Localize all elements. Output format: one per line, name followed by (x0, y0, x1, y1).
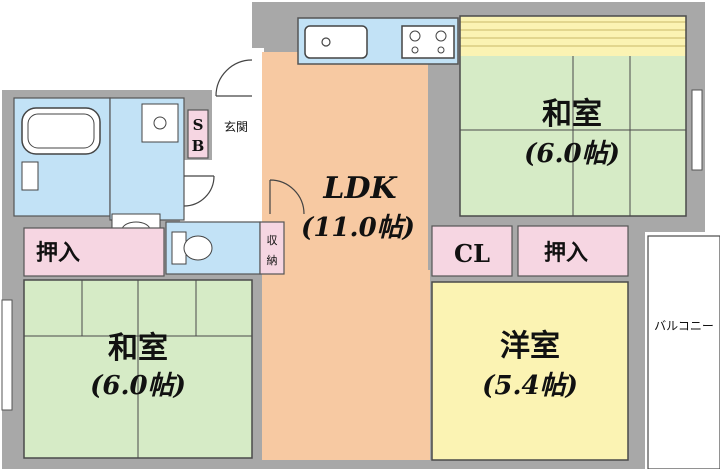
entrance-door-icon (215, 59, 253, 97)
closet (431, 225, 513, 277)
hall-door-icon (183, 175, 215, 207)
shuno-storage (259, 221, 285, 275)
oshiire-left (23, 227, 165, 277)
youshitsu-room (431, 281, 629, 461)
sink (304, 25, 368, 59)
washroom (109, 97, 185, 245)
shuno-label-1: 収 (267, 234, 278, 247)
ldk-door-icon (269, 179, 305, 215)
washitsu-left-name: 和室 (108, 331, 168, 366)
washitsu-top-size: (6.0帖) (524, 139, 620, 169)
faucet-icon (321, 37, 331, 47)
youshitsu-name: 洋室 (500, 329, 560, 364)
toilet (165, 221, 261, 275)
shoe-box-label-2: B (192, 137, 205, 155)
oshiire-right-label: 押入 (544, 240, 588, 266)
shoe-box (187, 109, 209, 159)
balcony-label: バルコニー (654, 319, 714, 333)
ldk-name: LDK (322, 171, 398, 206)
shuno-label-2: 納 (267, 254, 278, 267)
oshiire-left-label: 押入 (36, 240, 80, 266)
shoe-box-label-1: S (193, 116, 204, 134)
washitsu-top-room (459, 15, 687, 217)
oshiire-right (517, 225, 629, 277)
ldk-room-lower (262, 270, 430, 460)
bathroom (13, 97, 111, 217)
youshitsu-size: (5.4帖) (482, 371, 578, 401)
closet-label: CL (454, 239, 490, 268)
window-top-right (691, 89, 703, 171)
washitsu-top-name: 和室 (542, 97, 602, 132)
hall-area (180, 160, 270, 222)
ldk-size: (11.0帖) (301, 213, 415, 243)
gas-stove-icon (401, 25, 455, 59)
washitsu-left-room (23, 279, 253, 459)
washitsu-left-size: (6.0帖) (90, 371, 186, 401)
window-left (1, 299, 13, 411)
genkan-label: 玄関 (224, 119, 248, 134)
balcony (647, 235, 720, 469)
